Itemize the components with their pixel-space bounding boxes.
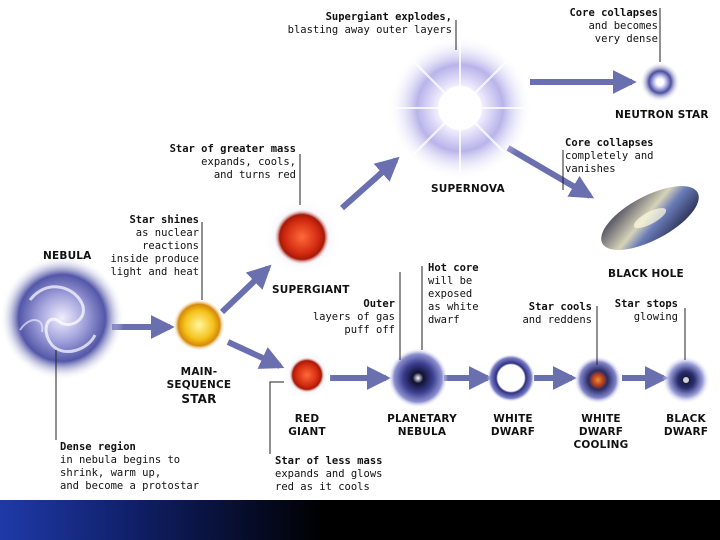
white-dwarf-cooling-star bbox=[574, 356, 622, 404]
note-core-vanishes: Core collapses completely and vanishes bbox=[565, 137, 654, 176]
note-core-vanishes-line: vanishes bbox=[565, 163, 616, 175]
note-cools-reddens-title: Star cools bbox=[528, 301, 592, 313]
label-red-giant-line: RED bbox=[294, 413, 320, 425]
label-main-sequence-line: MAIN- bbox=[180, 366, 218, 378]
nebula-image bbox=[0, 256, 124, 380]
label-black-dwarf-line: DWARF bbox=[663, 426, 709, 438]
label-planetary-nebula: PLANETARY NEBULA bbox=[380, 413, 464, 439]
arrow-main-to-supergiant bbox=[219, 264, 272, 315]
note-core-vanishes-title: Core collapses bbox=[565, 137, 654, 149]
black-dwarf-star bbox=[662, 356, 710, 404]
main-sequence-star bbox=[173, 299, 225, 351]
leader-lines bbox=[55, 8, 686, 454]
black-hole-image bbox=[601, 186, 699, 250]
note-dense-region-line: in nebula begins to bbox=[60, 454, 181, 466]
label-nebula: NEBULA bbox=[43, 250, 92, 262]
note-core-dense-title: Core collapses bbox=[569, 7, 658, 19]
note-core-dense-line: and becomes bbox=[588, 20, 658, 32]
note-stops-glowing: Star stops glowing bbox=[604, 298, 678, 324]
supernova-burst bbox=[388, 36, 532, 180]
label-white-dwarf-line: WHITE bbox=[493, 413, 533, 425]
label-white-dwarf-cooling: WHITE DWARF COOLING bbox=[568, 413, 634, 452]
label-main-sequence-line: SEQUENCE bbox=[166, 379, 232, 391]
label-planetary-nebula-line: NEBULA bbox=[397, 426, 447, 438]
label-white-dwarf-cooling-line: COOLING bbox=[573, 439, 629, 451]
note-explodes-line: blasting away outer layers bbox=[287, 24, 452, 36]
note-less-mass-line: red as it cools bbox=[275, 481, 370, 493]
label-red-giant: RED GIANT bbox=[277, 413, 337, 439]
label-black-dwarf-line: BLACK bbox=[666, 413, 706, 425]
note-cools-reddens-line: and reddens bbox=[522, 314, 592, 326]
note-greater-mass: Star of greater mass expands, cools, and… bbox=[160, 143, 296, 182]
note-hot-core-line: dwarf bbox=[428, 314, 460, 326]
note-explodes-title: Supergiant explodes, bbox=[325, 11, 452, 23]
note-star-shines-line: inside produce bbox=[110, 253, 199, 265]
white-dwarf-star bbox=[487, 354, 535, 402]
note-hot-core-line: as white bbox=[428, 301, 479, 313]
note-hot-core-title: Hot core bbox=[428, 262, 479, 274]
note-core-vanishes-line: completely and bbox=[565, 150, 654, 162]
note-star-shines-line: as nuclear bbox=[135, 227, 199, 239]
note-outer-layers-line: puff off bbox=[344, 324, 395, 336]
label-supergiant: SUPERGIANT bbox=[272, 284, 350, 296]
note-outer-layers: Outer layers of gas puff off bbox=[300, 298, 395, 337]
note-less-mass: Star of less mass expands and glows red … bbox=[275, 455, 382, 494]
note-dense-region: Dense region in nebula begins to shrink,… bbox=[60, 441, 199, 493]
note-cools-reddens: Star cools and reddens bbox=[510, 301, 592, 327]
note-greater-mass-line: expands, cools, bbox=[201, 156, 296, 168]
label-neutron-star: NEUTRON STAR bbox=[615, 109, 709, 121]
note-star-shines-line: light and heat bbox=[110, 266, 199, 278]
note-stops-glowing-title: Star stops bbox=[614, 298, 678, 310]
label-white-dwarf-line: DWARF bbox=[490, 426, 536, 438]
note-core-dense-line: very dense bbox=[594, 33, 658, 45]
note-stops-glowing-line: glowing bbox=[633, 311, 678, 323]
label-red-giant-line: GIANT bbox=[288, 426, 326, 438]
note-supergiant-explodes: Supergiant explodes, blasting away outer… bbox=[280, 11, 452, 37]
neutron-star bbox=[640, 62, 680, 102]
note-dense-region-line: and become a protostar bbox=[60, 480, 200, 492]
note-dense-region-title: Dense region bbox=[60, 441, 136, 453]
arrow-supernova-to-blackhole bbox=[506, 145, 595, 199]
note-star-shines-title: Star shines bbox=[129, 214, 199, 226]
note-greater-mass-title: Star of greater mass bbox=[169, 143, 296, 155]
label-white-dwarf: WHITE DWARF bbox=[484, 413, 542, 439]
note-dense-region-line: shrink, warm up, bbox=[60, 467, 162, 479]
label-white-dwarf-cooling-line: DWARF bbox=[578, 426, 624, 438]
note-hot-core-line: exposed bbox=[428, 288, 473, 300]
label-black-dwarf: BLACK DWARF bbox=[658, 413, 714, 439]
label-white-dwarf-cooling-line: WHITE bbox=[581, 413, 621, 425]
note-less-mass-line: expands and glows bbox=[275, 468, 383, 480]
arrow-supergiant-to-supernova bbox=[340, 156, 400, 211]
label-supernova: SUPERNOVA bbox=[431, 183, 505, 195]
label-main-sequence-star: MAIN- SEQUENCE STAR bbox=[164, 366, 234, 407]
note-greater-mass-line: and turns red bbox=[213, 169, 296, 181]
flow-arrows bbox=[112, 70, 669, 390]
note-core-dense: Core collapses and becomes very dense bbox=[560, 7, 658, 46]
label-main-sequence-line: STAR bbox=[181, 392, 217, 406]
note-hot-core-line: will be bbox=[428, 275, 473, 287]
red-giant-star bbox=[281, 349, 333, 401]
planetary-nebula bbox=[388, 348, 448, 408]
label-planetary-nebula-line: PLANETARY bbox=[387, 413, 457, 425]
note-outer-layers-line: layers of gas bbox=[312, 311, 395, 323]
slide-footer-band bbox=[0, 500, 720, 540]
label-black-hole: BLACK HOLE bbox=[608, 268, 684, 280]
note-star-shines-line: reactions bbox=[142, 240, 199, 252]
note-hot-core: Hot core will be exposed as white dwarf bbox=[428, 262, 479, 327]
note-less-mass-title: Star of less mass bbox=[275, 455, 383, 467]
arrow-main-to-red-giant bbox=[226, 339, 285, 369]
supergiant-star bbox=[262, 197, 342, 277]
note-outer-layers-title: Outer bbox=[363, 298, 395, 310]
note-star-shines: Star shines as nuclear reactions inside … bbox=[100, 214, 199, 279]
